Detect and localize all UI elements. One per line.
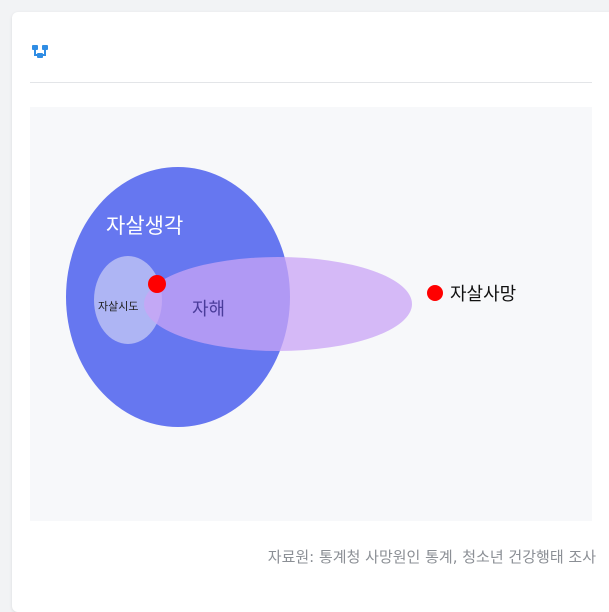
card: 자살생각 자살시도 자해 자살사망 자료원: 통계청 사망원인 통계, 청소년 … bbox=[12, 12, 609, 612]
diagram-icon bbox=[32, 45, 48, 58]
inner-circle bbox=[94, 256, 162, 344]
ellipse-label: 자해 bbox=[192, 299, 225, 320]
outer-label: 자살생각 bbox=[106, 214, 183, 238]
diagram-area: 자살생각 자살시도 자해 자살사망 bbox=[30, 107, 592, 521]
diagram-svg: 자살생각 자살시도 자해 자살사망 bbox=[66, 167, 516, 427]
point-dot bbox=[427, 285, 443, 301]
self-harm-ellipse bbox=[144, 257, 412, 351]
source-note: 자료원: 통계청 사망원인 통계, 청소년 건강행태 조사 bbox=[267, 548, 596, 566]
point-label: 자살사망 bbox=[450, 284, 516, 305]
red-dot bbox=[148, 275, 166, 293]
card-header bbox=[30, 42, 592, 83]
small-label: 자살시도 bbox=[98, 300, 138, 313]
